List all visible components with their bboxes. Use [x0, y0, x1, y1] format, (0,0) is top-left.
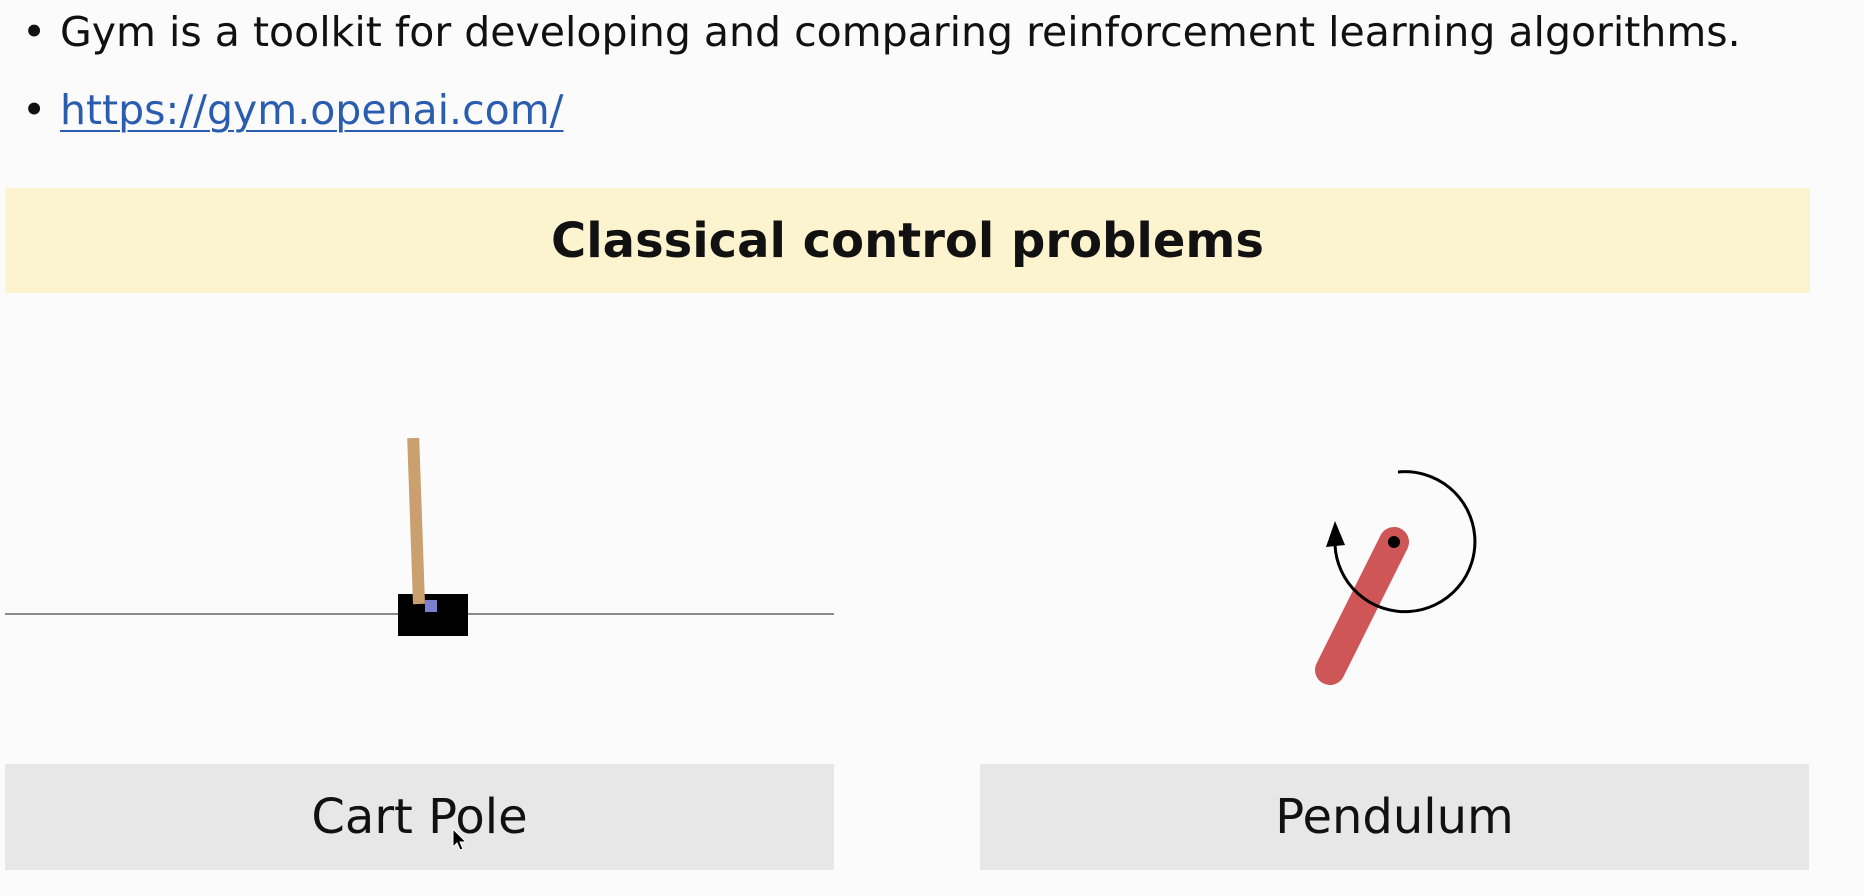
rotation-arrowhead [1326, 521, 1345, 547]
cartpole-label[interactable]: Cart Pole [5, 764, 834, 870]
pivot [1388, 536, 1400, 548]
axle [425, 600, 437, 612]
cartpole-render [0, 420, 840, 650]
section-title: Classical control problems [551, 212, 1264, 269]
pendulum-label[interactable]: Pendulum [980, 764, 1809, 870]
gym-website-link[interactable]: https://gym.openai.com/ [60, 86, 564, 134]
pendulum-rod [1315, 527, 1409, 685]
rotation-arc [1333, 470, 1477, 614]
mouse-cursor-icon [452, 827, 468, 856]
description-text: Gym is a toolkit for developing and comp… [60, 8, 1741, 56]
pendulum-render [1290, 450, 1490, 700]
bullet-description: Gym is a toolkit for developing and comp… [20, 8, 1741, 56]
section-banner: Classical control problems [5, 188, 1810, 293]
bullet-link: https://gym.openai.com/ [20, 86, 1741, 134]
pole [407, 437, 425, 605]
bullet-list: Gym is a toolkit for developing and comp… [20, 8, 1741, 134]
